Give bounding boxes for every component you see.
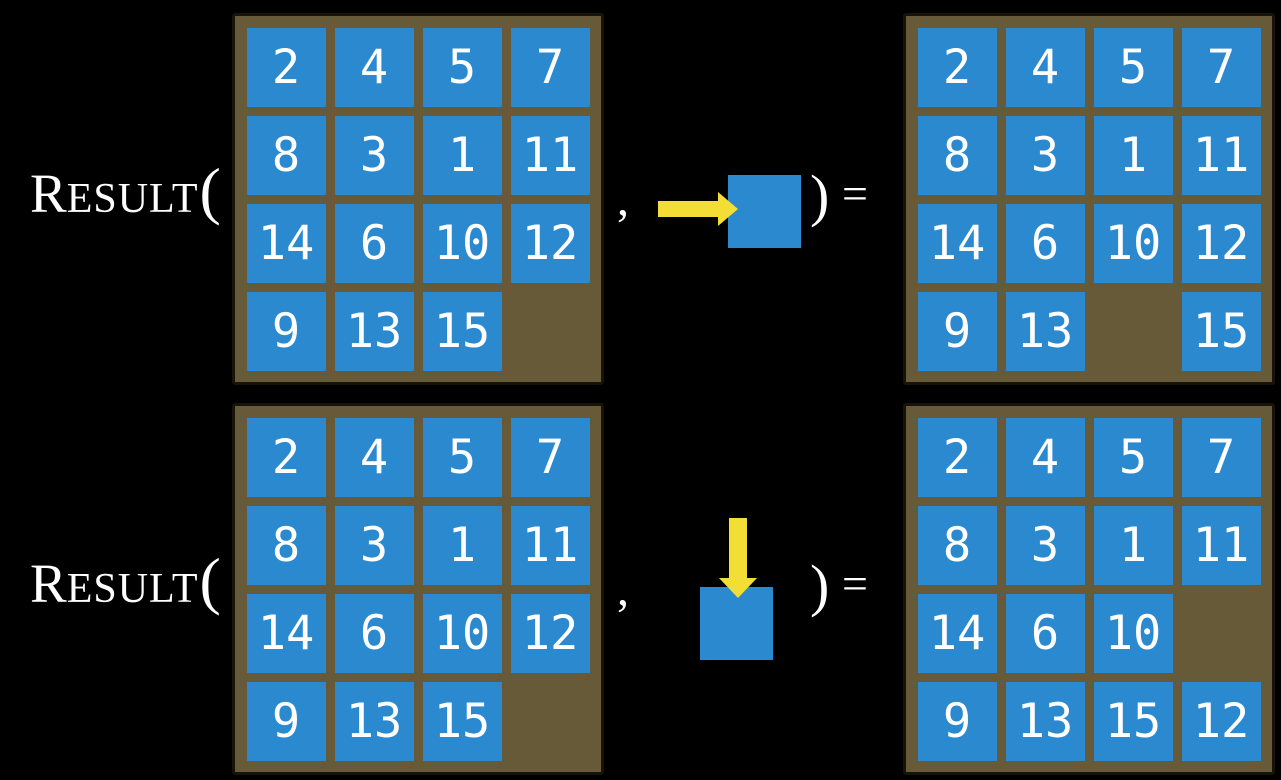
puzzle-tile: 3 <box>1005 505 1085 585</box>
function-name-rest: ESULT <box>66 566 199 612</box>
puzzle-tile: 12 <box>1181 203 1261 283</box>
puzzle-tile: 4 <box>334 27 414 107</box>
puzzle-tile: 9 <box>246 681 326 761</box>
puzzle-tile: 10 <box>422 203 502 283</box>
puzzle-tile: 7 <box>1181 27 1261 107</box>
puzzle-tile: 14 <box>246 593 326 673</box>
result-function-label: R ESULT ( <box>30 159 221 223</box>
puzzle-tile: 12 <box>510 203 590 283</box>
puzzle-tile: 1 <box>1093 505 1173 585</box>
puzzle-tile: 13 <box>1005 291 1085 371</box>
puzzle-tile: 15 <box>1093 681 1173 761</box>
puzzle-tile: 1 <box>1093 115 1173 195</box>
puzzle-tile: 14 <box>246 203 326 283</box>
puzzle-tile: 13 <box>334 681 414 761</box>
puzzle-tile: 5 <box>422 417 502 497</box>
puzzle-tile: 9 <box>917 291 997 371</box>
function-name-rest: ESULT <box>66 176 199 222</box>
puzzle-tile: 9 <box>917 681 997 761</box>
puzzle-tile: 2 <box>246 27 326 107</box>
empty-cell <box>511 682 590 761</box>
puzzle-tile: 2 <box>246 417 326 497</box>
puzzle-tile: 8 <box>246 505 326 585</box>
puzzle-tile: 10 <box>1093 593 1173 673</box>
puzzle-tile: 10 <box>1093 203 1173 283</box>
puzzle-tile: 8 <box>917 115 997 195</box>
puzzle-tile: 3 <box>1005 115 1085 195</box>
puzzle-tile: 1 <box>422 115 502 195</box>
empty-cell <box>1182 594 1261 673</box>
puzzle-tile: 8 <box>246 115 326 195</box>
action-tile <box>700 587 773 660</box>
puzzle-tile: 5 <box>1093 27 1173 107</box>
puzzle-tile: 14 <box>917 203 997 283</box>
comma-separator: , <box>617 563 629 616</box>
right-arrow-icon <box>658 192 738 226</box>
puzzle-tile: 1 <box>422 505 502 585</box>
puzzle-tile: 3 <box>334 115 414 195</box>
function-name-initial: R <box>30 163 67 224</box>
close-paren: ) <box>810 553 830 618</box>
open-paren: ( <box>199 155 221 226</box>
function-name-initial: R <box>30 553 67 614</box>
puzzle-tile: 15 <box>1181 291 1261 371</box>
equals-sign: = <box>842 558 868 609</box>
close-paren: ) <box>810 163 830 228</box>
puzzle-tile: 7 <box>510 417 590 497</box>
puzzle-tile: 6 <box>1005 593 1085 673</box>
puzzle-tile: 2 <box>917 417 997 497</box>
open-paren: ( <box>199 545 221 616</box>
puzzle-tile: 12 <box>1181 681 1261 761</box>
puzzle-tile: 5 <box>422 27 502 107</box>
equals-sign: = <box>842 168 868 219</box>
puzzle-tile: 4 <box>1005 27 1085 107</box>
comma-separator: , <box>617 173 629 226</box>
puzzle-tile: 10 <box>422 593 502 673</box>
puzzle-tile: 13 <box>334 291 414 371</box>
puzzle-tile: 4 <box>334 417 414 497</box>
puzzle-tile: 7 <box>510 27 590 107</box>
puzzle-tile: 13 <box>1005 681 1085 761</box>
puzzle-tile: 6 <box>1005 203 1085 283</box>
puzzle-tile: 14 <box>917 593 997 673</box>
puzzle-tile: 6 <box>334 203 414 283</box>
empty-cell <box>511 292 590 371</box>
puzzle-tile: 6 <box>334 593 414 673</box>
empty-cell <box>1094 292 1173 371</box>
puzzle-tile: 11 <box>510 505 590 585</box>
puzzle-tile: 9 <box>246 291 326 371</box>
result-function-label: R ESULT ( <box>30 549 221 613</box>
puzzle-tile: 7 <box>1181 417 1261 497</box>
puzzle-tile: 15 <box>422 291 502 371</box>
puzzle-tile: 11 <box>510 115 590 195</box>
puzzle-tile: 2 <box>917 27 997 107</box>
puzzle-tile: 4 <box>1005 417 1085 497</box>
puzzle-tile: 12 <box>510 593 590 673</box>
puzzle-tile: 5 <box>1093 417 1173 497</box>
action-tile <box>728 175 801 248</box>
down-arrow-icon <box>719 518 757 598</box>
puzzle-tile: 11 <box>1181 505 1261 585</box>
puzzle-tile: 15 <box>422 681 502 761</box>
puzzle-tile: 8 <box>917 505 997 585</box>
puzzle-tile: 11 <box>1181 115 1261 195</box>
puzzle-tile: 3 <box>334 505 414 585</box>
